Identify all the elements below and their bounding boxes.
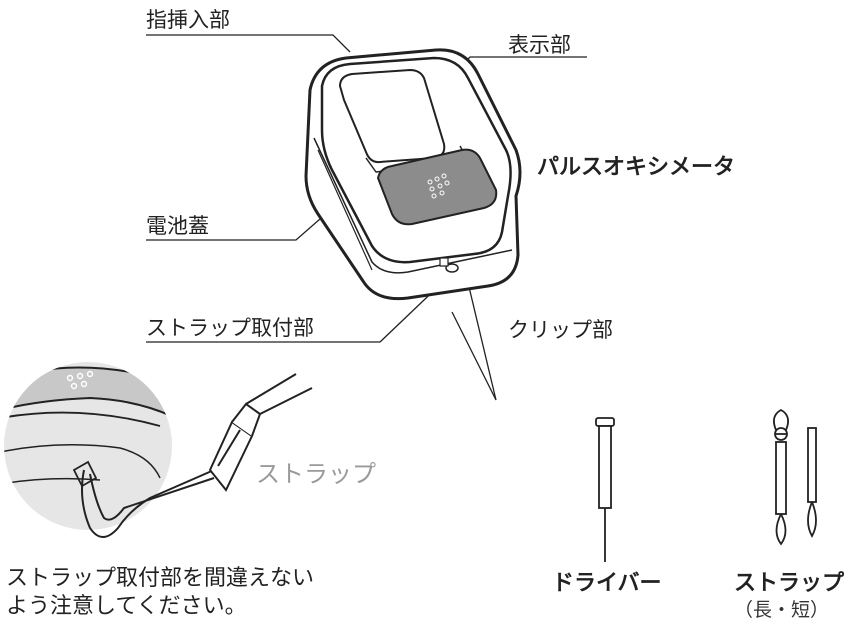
screwdriver	[595, 417, 615, 562]
strap-long-top	[772, 408, 790, 431]
label-driver: ドライバー	[552, 571, 662, 596]
label-product: パルスオキシメータ	[537, 155, 736, 180]
leader-clip-a	[451, 311, 497, 401]
caution-line-2: よう注意してください。	[6, 594, 247, 619]
label-clip: クリップ部	[508, 318, 613, 342]
strap-short-knot	[807, 501, 817, 538]
inset-strap-cord	[208, 373, 313, 492]
label-strap-mount: ストラップ取付部	[146, 316, 314, 340]
label-strap: ストラップ	[734, 571, 845, 596]
inset-strap-loop	[81, 469, 215, 538]
strap-hole	[445, 263, 459, 273]
strap-short-body	[807, 427, 817, 503]
label-finger-insert: 指挿入部	[146, 8, 230, 32]
strap-inset	[4, 362, 313, 538]
leader-finger-insert	[146, 34, 351, 53]
inset-dots	[66, 370, 94, 390]
pulse-oximeter	[304, 48, 522, 301]
caution-note: ストラップ取付部を間違えない よう注意してください。	[6, 565, 314, 621]
strap-notch	[439, 257, 449, 267]
device-seam	[313, 137, 513, 274]
strap-long-knot	[775, 513, 787, 546]
inset-device-edge-2	[4, 444, 161, 479]
inset-device-top	[4, 366, 172, 422]
caution-line-1: ストラップ取付部を間違えない	[6, 566, 315, 591]
grey-button	[377, 148, 498, 226]
straps	[772, 408, 817, 546]
label-strap-sub: （長・短）	[734, 599, 830, 621]
button-dots	[427, 173, 450, 199]
label-display: 表示部	[508, 33, 571, 57]
label-battery-cover: 電池蓋	[146, 214, 209, 238]
screwdriver-handle	[598, 425, 612, 509]
inset-hole	[72, 460, 98, 488]
display-window	[339, 69, 446, 164]
device-seam-2	[317, 149, 373, 271]
strap-long-body	[775, 441, 787, 515]
screwdriver-cap	[595, 417, 615, 427]
leader-strap-mount	[146, 279, 446, 343]
inset-device-edge	[4, 411, 161, 427]
inset-background	[4, 362, 172, 530]
label-strap-inset: ストラップ	[256, 460, 376, 488]
inset-strap-loop-2	[89, 473, 215, 521]
